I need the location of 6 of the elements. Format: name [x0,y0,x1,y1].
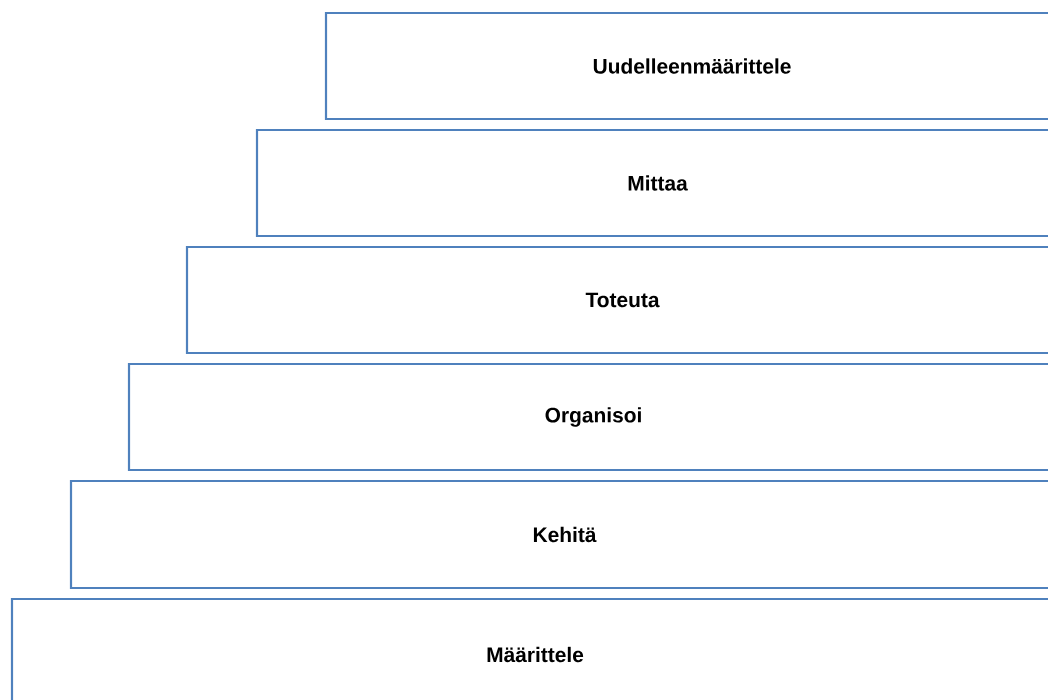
step-box: Toteuta [185,245,1048,355]
step-box: Määrittele [10,597,1048,700]
step-box: Organisoi [127,362,1048,472]
step-box: Mittaa [255,128,1048,238]
step-box: Uudelleenmäärittele [324,11,1048,121]
step-box: Kehitä [69,479,1048,590]
